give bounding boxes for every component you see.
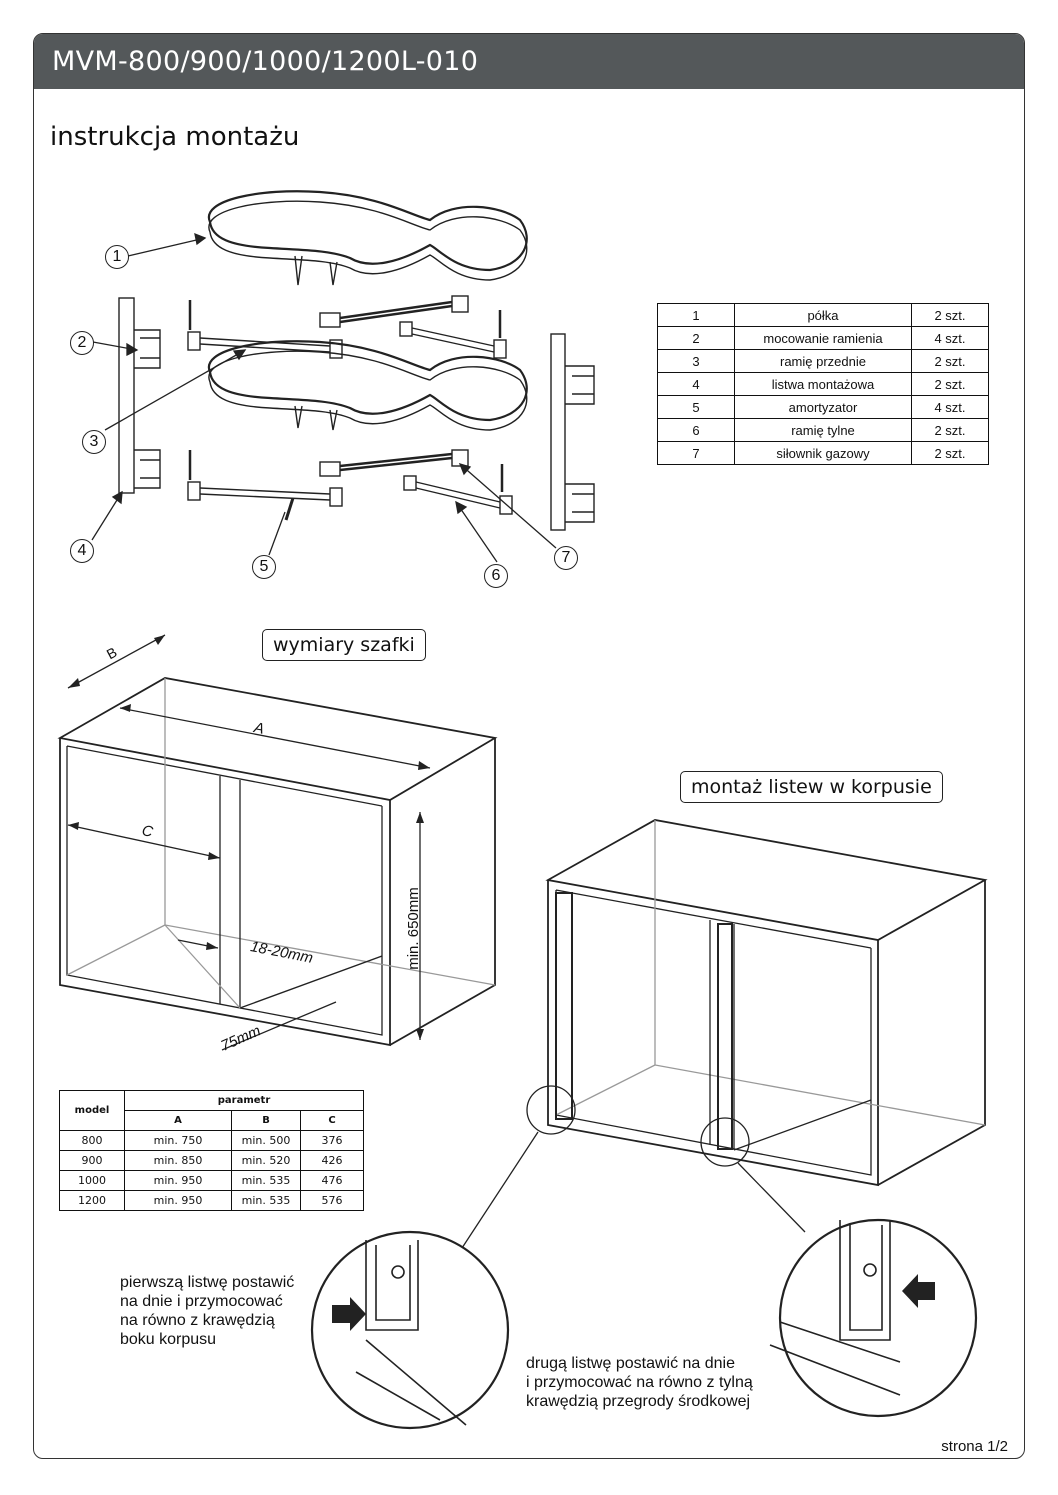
parts-cell-name: siłownik gazowy: [734, 441, 912, 465]
dimension-height: min. 650mm: [404, 887, 422, 970]
params-cell-a: min. 950: [124, 1170, 232, 1191]
note-second-line: i przymocować na równo z tylną: [526, 1374, 753, 1391]
parts-cell-qty: 4 szt.: [911, 326, 989, 350]
note-first-rail: pierwszą listwę postawić na dnie i przym…: [120, 1273, 294, 1349]
callout-4: 4: [70, 539, 94, 563]
note-first-line: pierwszą listwę postawić: [120, 1274, 295, 1291]
params-cell-a: min. 950: [124, 1190, 232, 1211]
parts-cell-name: listwa montażowa: [734, 372, 912, 396]
params-cell-a: min. 750: [124, 1130, 232, 1151]
parts-cell-name: ramię tylne: [734, 418, 912, 442]
model-header: model: [59, 1090, 125, 1131]
params-cell-b: min. 500: [231, 1130, 301, 1151]
parts-cell-no: 6: [657, 418, 735, 442]
params-cell-b: min. 520: [231, 1150, 301, 1171]
params-cell-b: min. 535: [231, 1170, 301, 1191]
params-cell-a: min. 850: [124, 1150, 232, 1171]
parts-cell-name: ramię przednie: [734, 349, 912, 373]
parts-cell-name: półka: [734, 303, 912, 327]
parts-cell-no: 3: [657, 349, 735, 373]
parts-cell-no: 2: [657, 326, 735, 350]
parts-cell-qty: 2 szt.: [911, 418, 989, 442]
parts-cell-no: 7: [657, 441, 735, 465]
parts-cell-name: mocowanie ramienia: [734, 326, 912, 350]
params-cell-model: 1200: [59, 1190, 125, 1211]
callout-6: 6: [484, 564, 508, 588]
col-b: B: [231, 1110, 301, 1131]
params-cell-c: 376: [300, 1130, 364, 1151]
note-first-line: na dnie i przymocować: [120, 1293, 283, 1310]
callout-1: 1: [105, 245, 129, 269]
callout-7: 7: [554, 546, 578, 570]
col-a: A: [124, 1110, 232, 1131]
params-cell-c: 576: [300, 1190, 364, 1211]
note-second-line: krawędzią przegrody środkowej: [526, 1393, 751, 1410]
dimension-arrowheads: [68, 635, 430, 1040]
mounting-label: montaż listew w korpusie: [680, 771, 943, 803]
parts-cell-qty: 2 szt.: [911, 441, 989, 465]
params-cell-model: 1000: [59, 1170, 125, 1191]
exploded-view: [118, 190, 595, 531]
parts-cell-no: 1: [657, 303, 735, 327]
parts-cell-no: 4: [657, 372, 735, 396]
parts-cell-qty: 4 szt.: [911, 395, 989, 419]
params-cell-b: min. 535: [231, 1190, 301, 1211]
cabinet-dimensions-drawing: [57, 634, 498, 1051]
page-frame: MVM-800/900/1000/1200L-010: [33, 33, 1025, 1459]
mounting-cabinet-drawing: [461, 819, 988, 1249]
parts-cell-qty: 2 szt.: [911, 349, 989, 373]
parts-cell-no: 5: [657, 395, 735, 419]
note-first-line: boku korpusu: [120, 1331, 217, 1348]
cabinet-dimensions-label: wymiary szafki: [262, 629, 426, 661]
note-second-rail: drugą listwę postawić na dnie i przymoco…: [526, 1354, 753, 1411]
parameter-header: parametr: [124, 1090, 364, 1111]
params-cell-model: 900: [59, 1150, 125, 1171]
params-cell-c: 476: [300, 1170, 364, 1191]
parts-cell-qty: 2 szt.: [911, 303, 989, 327]
detail-views: [310, 1218, 978, 1430]
callout-3: 3: [82, 430, 106, 454]
note-first-line: na równo z krawędzią: [120, 1312, 275, 1329]
document-title: MVM-800/900/1000/1200L-010: [34, 34, 1024, 89]
callout-2: 2: [70, 331, 94, 355]
params-cell-model: 800: [59, 1130, 125, 1151]
callout-leaders: [91, 232, 557, 563]
note-second-line: drugą listwę postawić na dnie: [526, 1355, 736, 1372]
callout-5: 5: [252, 555, 276, 579]
parts-cell-qty: 2 szt.: [911, 372, 989, 396]
detail-arrows: [332, 1274, 935, 1331]
subtitle: instrukcja montażu: [50, 122, 300, 152]
col-c: C: [300, 1110, 364, 1131]
params-cell-c: 426: [300, 1150, 364, 1171]
parts-cell-name: amortyzator: [734, 395, 912, 419]
page-number: strona 1/2: [941, 1438, 1008, 1455]
